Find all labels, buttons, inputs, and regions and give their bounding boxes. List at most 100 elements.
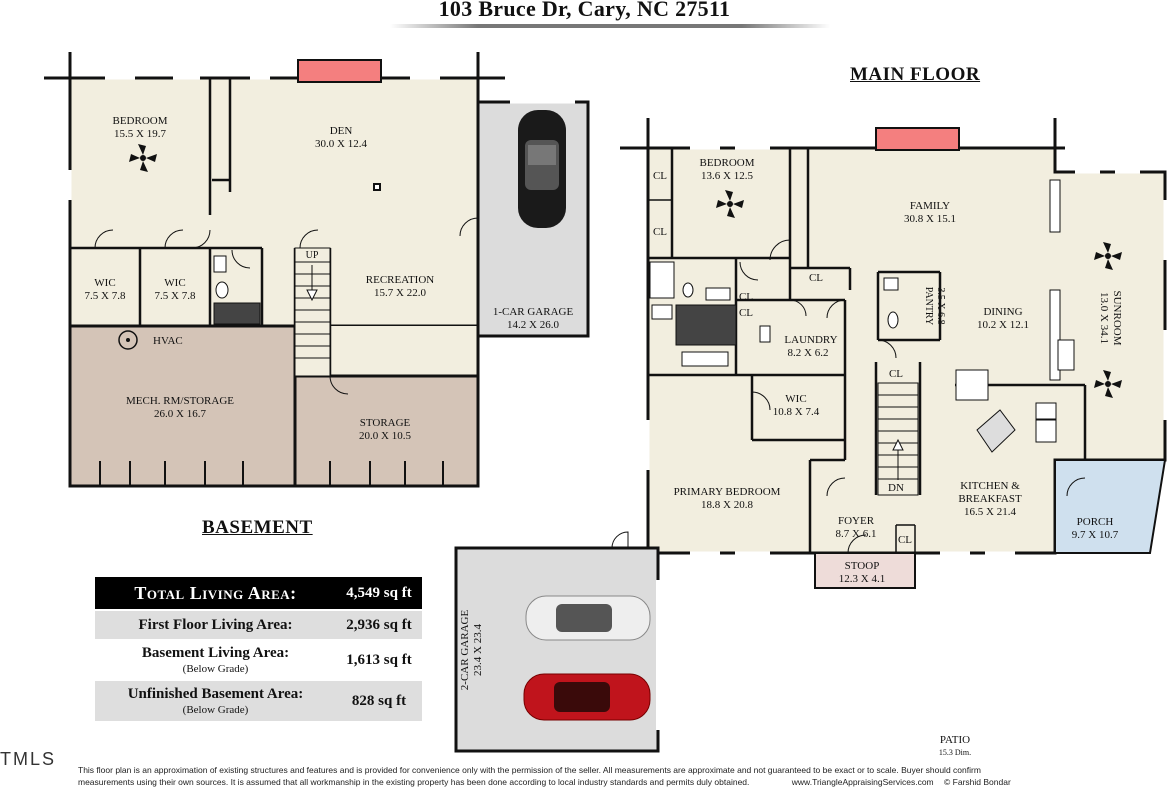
total-area-label: Total Living Area: bbox=[134, 582, 297, 603]
total-area-row: Total Living Area: 4,549 sq ft bbox=[95, 577, 422, 609]
closet-label: CL bbox=[809, 272, 823, 284]
pier-marks bbox=[99, 461, 444, 486]
shower-icon bbox=[675, 304, 737, 346]
basement-finished-area bbox=[68, 76, 480, 328]
room-garage2-name: 2-CAR GARAGE bbox=[459, 610, 471, 691]
shower-icon bbox=[213, 302, 261, 325]
room-wic2-dim: 7.5 X 7.8 bbox=[155, 290, 196, 302]
room-mech-name: MECH. RM/STORAGE bbox=[126, 395, 234, 407]
room-wic2-name: WIC bbox=[164, 277, 185, 289]
room-laundry-name: LAUNDRY bbox=[784, 334, 837, 346]
window-marks bbox=[68, 76, 440, 200]
closet-label: CL bbox=[653, 170, 667, 182]
sink-icon bbox=[705, 287, 731, 301]
room-foyer-dim: 8.7 X 6.1 bbox=[836, 528, 877, 540]
door-swings bbox=[739, 239, 1086, 554]
fireplace-icon bbox=[875, 127, 960, 151]
double-sink-icon bbox=[681, 351, 729, 367]
refrigerator-icon bbox=[1057, 339, 1075, 371]
room-porch-name: PORCH bbox=[1077, 516, 1114, 528]
room-dining-dim: 10.2 X 12.1 bbox=[977, 319, 1029, 331]
room-pantry-dim: 3.5 X 6.8 bbox=[935, 287, 946, 324]
room-garage1-dim: 14.2 X 26.0 bbox=[507, 319, 559, 331]
room-pantry-name: PANTRY bbox=[923, 287, 934, 326]
ceiling-fan-icon bbox=[1094, 242, 1122, 270]
unfinished-area-row: Unfinished Basement Area: (Below Grade) … bbox=[95, 681, 422, 721]
room-foyer-name: FOYER bbox=[838, 515, 875, 527]
patio-dim: 15.3 Dim. bbox=[939, 748, 971, 757]
credit: © Farshid Bondar bbox=[944, 777, 1011, 787]
room-family-dim: 30.8 X 15.1 bbox=[904, 213, 956, 225]
room-dining-name: DINING bbox=[983, 306, 1022, 318]
room-garage2-dim: 23.4 X 23.4 bbox=[472, 624, 484, 676]
basement-title: BASEMENT bbox=[202, 517, 313, 538]
room-primary-dim: 18.8 X 20.8 bbox=[701, 499, 753, 511]
total-area-value: 4,549 sq ft bbox=[346, 584, 412, 601]
room-mech-dim: 26.0 X 16.7 bbox=[154, 408, 206, 420]
sink-icon bbox=[213, 255, 227, 273]
disclaimer-line-1: This floor plan is an approximation of e… bbox=[78, 765, 981, 775]
ceiling-fan-icon bbox=[129, 144, 157, 172]
basement-area-value: 1,613 sq ft bbox=[346, 651, 412, 668]
room-bedroom-name: BEDROOM bbox=[699, 157, 754, 169]
garage-door-swing bbox=[611, 531, 629, 549]
main-floor-title: MAIN FLOOR bbox=[850, 64, 981, 85]
website-link[interactable]: www.TriangleAppraisingServices.com bbox=[791, 777, 934, 787]
unfinished-area-label: Unfinished Basement Area: bbox=[127, 686, 304, 702]
interior-windows bbox=[1049, 179, 1061, 381]
title-bar: 103 Bruce Dr, Cary, NC 27511 bbox=[0, 0, 1169, 28]
room-stoop-dim: 12.3 X 4.1 bbox=[839, 573, 885, 585]
basement-plan: BEDROOM 15.5 X 19.7 DEN 30.0 X 12.4 WIC … bbox=[44, 52, 590, 488]
main-floor-plan: BEDROOM 13.6 X 12.5 CL CL CL CL CL CL CL… bbox=[454, 118, 1167, 757]
room-recreation-name: RECREATION bbox=[366, 274, 435, 286]
closet-label: CL bbox=[889, 368, 903, 380]
door-swings bbox=[94, 217, 479, 395]
room-primary-name: PRIMARY BEDROOM bbox=[674, 486, 781, 498]
sink-icon bbox=[759, 325, 771, 343]
kitchen-island bbox=[976, 409, 1016, 453]
ceiling-fan-icon bbox=[716, 190, 744, 218]
room-stoop-name: STOOP bbox=[845, 560, 880, 572]
basement-area-label: Basement Living Area: bbox=[141, 645, 290, 661]
storage-area bbox=[293, 374, 480, 488]
room-family-name: FAMILY bbox=[910, 200, 950, 212]
room-bedroom-dim: 15.5 X 19.7 bbox=[114, 128, 166, 140]
car-icon bbox=[523, 673, 651, 721]
room-den-name: DEN bbox=[330, 125, 353, 137]
stoop-area bbox=[814, 552, 916, 589]
unfinished-area-value: 828 sq ft bbox=[351, 692, 407, 709]
room-sunroom-dim: 13.0 X 34.1 bbox=[1098, 292, 1110, 344]
toilet-icon bbox=[215, 281, 229, 299]
room-wic-dim: 10.8 X 7.4 bbox=[773, 406, 820, 418]
room-wic-name: WIC bbox=[785, 393, 806, 405]
disclaimer-line-2: measurements using their own sources. It… bbox=[78, 777, 750, 787]
range-icon bbox=[955, 369, 989, 401]
disclaimer: This floor plan is an approximation of e… bbox=[78, 764, 1158, 788]
first-floor-area-label: First Floor Living Area: bbox=[138, 616, 293, 633]
room-wic1-dim: 7.5 X 7.8 bbox=[85, 290, 126, 302]
unfinished-area-sub: (Below Grade) bbox=[182, 704, 249, 716]
hvac-icon bbox=[118, 330, 138, 350]
stairs-down-label: DN bbox=[888, 482, 904, 494]
closet-label: CL bbox=[739, 291, 753, 303]
title-underline bbox=[390, 24, 830, 28]
closet-label: CL bbox=[739, 307, 753, 319]
room-kitchen-dim: 16.5 X 21.4 bbox=[964, 506, 1016, 518]
car-icon bbox=[525, 595, 651, 641]
room-storage-dim: 20.0 X 10.5 bbox=[359, 430, 411, 442]
porch-area bbox=[1054, 459, 1167, 554]
main-stairs bbox=[877, 382, 919, 496]
window-marks bbox=[646, 146, 1167, 555]
toilet-icon bbox=[682, 282, 694, 298]
room-bedroom-dim: 13.6 X 12.5 bbox=[701, 170, 753, 182]
sink-icon bbox=[883, 277, 899, 291]
room-kitchen-name-2: BREAKFAST bbox=[958, 493, 1022, 505]
room-recreation-dim: 15.7 X 22.0 bbox=[374, 287, 426, 299]
ceiling-fan-icon bbox=[1094, 370, 1122, 398]
closet-label: CL bbox=[898, 534, 912, 546]
basement-area-row: Basement Living Area: (Below Grade) 1,61… bbox=[95, 639, 422, 681]
room-storage-name: STORAGE bbox=[360, 417, 411, 429]
room-sunroom-name: SUNROOM bbox=[1111, 290, 1123, 345]
closet-label: CL bbox=[653, 226, 667, 238]
